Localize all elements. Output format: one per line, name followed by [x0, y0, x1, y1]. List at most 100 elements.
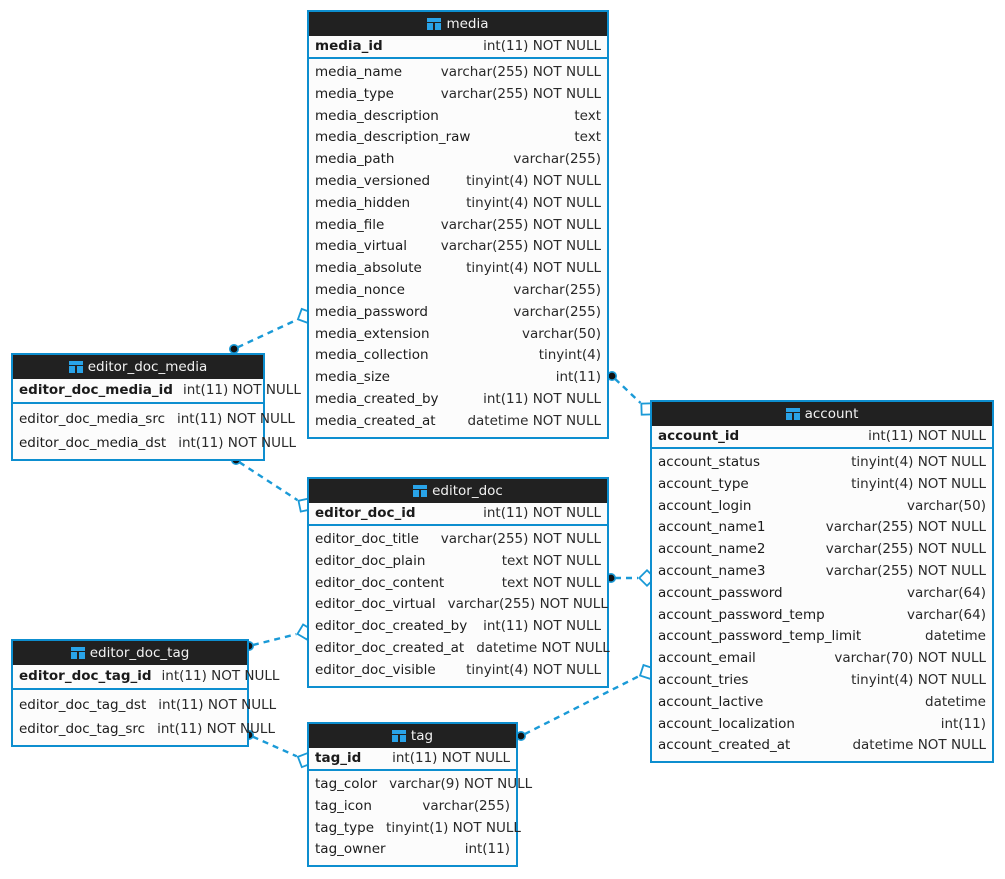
- er-column-name: editor_doc_tag_id: [19, 668, 152, 684]
- er-table-header-editor_doc_media[interactable]: editor_doc_media: [13, 355, 263, 379]
- er-column-type: tinyint(4) NOT NULL: [851, 475, 986, 492]
- rel-editor_doc_media-media[interactable]: [229, 307, 314, 354]
- er-column-type: int(11) NOT NULL: [182, 382, 301, 398]
- er-column-name: editor_doc_visible: [315, 661, 436, 678]
- rel-editor_doc_media-editor_doc[interactable]: [231, 454, 313, 513]
- er-column-name: editor_doc_tag_dst: [19, 697, 147, 713]
- er-column-type: varchar(255) NOT NULL: [825, 562, 986, 579]
- er-table-header-tag[interactable]: tag: [309, 724, 516, 748]
- er-column-name: account_name1: [658, 519, 766, 536]
- er-column-type: text NOT NULL: [501, 574, 601, 591]
- table-icon: [68, 361, 83, 373]
- table-icon: [785, 408, 800, 420]
- rel-editor_doc-account[interactable]: [605, 568, 657, 588]
- er-column-name: tag_color: [315, 776, 378, 792]
- er-column-name: account_login: [658, 497, 752, 514]
- rel-media-account[interactable]: [606, 370, 654, 416]
- er-column-name: media_description_raw: [315, 129, 471, 146]
- er-column-type: int(11): [940, 715, 986, 732]
- er-table-header-editor_doc[interactable]: editor_doc: [309, 479, 607, 503]
- er-column-type: varchar(255) NOT NULL: [440, 216, 601, 233]
- er-column-name: account_name2: [658, 541, 766, 558]
- er-column-row[interactable]: account_localization int(11): [658, 714, 986, 736]
- er-column-name: account_localization: [658, 715, 795, 732]
- er-column-name: editor_doc_plain: [315, 552, 426, 569]
- er-column-type: tinyint(4) NOT NULL: [851, 454, 986, 470]
- er-column-name: editor_doc_virtual: [315, 596, 436, 613]
- er-table-editor_doc_media[interactable]: editor_doc_media editor_doc_media_id int(1…: [11, 353, 301, 461]
- rel-editor_doc_tag-editor_doc[interactable]: [244, 623, 314, 651]
- er-column-type: datetime NOT NULL: [852, 737, 986, 754]
- er-column-name: media_name: [315, 64, 403, 80]
- er-column-name: account_lactive: [658, 693, 764, 710]
- er-table-name: editor_doc_tag: [89, 645, 190, 661]
- er-column-name: account_created_at: [658, 737, 791, 754]
- er-primary-key-row[interactable]: editor_doc_media_id int(11) NOT NULL: [13, 379, 301, 404]
- er-column-type: varchar(255) NOT NULL: [825, 541, 986, 558]
- er-column-row[interactable]: account_created_at datetime NOT NULL: [658, 735, 986, 757]
- er-table-header-media[interactable]: media: [309, 12, 607, 36]
- er-column-name: media_type: [315, 85, 394, 102]
- er-table-header-editor_doc_tag[interactable]: editor_doc_tag: [13, 641, 247, 665]
- er-table-header-account[interactable]: account: [652, 402, 992, 426]
- er-column-name: editor_doc_media_id: [19, 382, 173, 398]
- er-column-name: editor_doc_tag_src: [19, 721, 146, 737]
- er-column-row[interactable]: account_name2 varchar(255) NOT NULL: [658, 539, 986, 561]
